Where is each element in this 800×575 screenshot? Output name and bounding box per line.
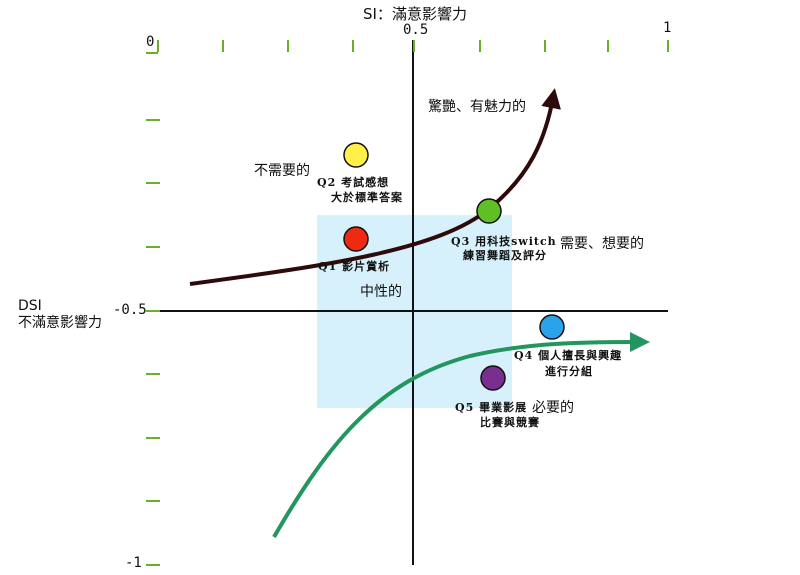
label-q4-line2: 進行分組 (545, 365, 593, 378)
category-neutral: 中性的 (360, 284, 402, 300)
y-tick-neg-0-5: -0.5 (113, 302, 147, 318)
label-q3-line1: Q3 用科技switch (451, 235, 557, 248)
must-be-trend-arrow (272, 332, 650, 539)
label-q1-line1: Q1 影片賞析 (318, 260, 391, 273)
category-attractive: 驚艷、有魅力的 (428, 99, 526, 115)
point-q1[interactable] (343, 226, 369, 252)
point-q5[interactable] (480, 365, 506, 391)
y-ticks (146, 119, 160, 566)
attractive-trend-arrow (189, 88, 561, 286)
y-axis-title-line1: DSI (18, 298, 42, 314)
x-tick-1: 1 (663, 20, 672, 36)
label-q3-line2: 練習舞蹈及評分 (463, 249, 547, 262)
label-q5-line1: Q5 畢業影展 (455, 401, 528, 414)
x-tick-0: 0 (146, 34, 155, 50)
point-q2[interactable] (343, 142, 369, 168)
label-q2-line2: 大於標準答案 (331, 191, 403, 204)
category-one-dimensional: 需要、想要的 (560, 236, 644, 252)
x-axis-title: SI：滿意影響力 (363, 5, 467, 23)
point-q4[interactable] (539, 314, 565, 340)
category-indifferent: 不需要的 (254, 163, 310, 179)
y-axis-title-line2: 不滿意影響力 (18, 315, 102, 331)
label-q2-line1: Q2 考試感想 (317, 176, 390, 189)
y-tick-neg-1: -1 (125, 555, 142, 571)
x-tick-0-5: 0.5 (403, 22, 429, 38)
label-q5-line2: 比賽與競賽 (480, 416, 540, 429)
point-q3[interactable] (476, 198, 502, 224)
x-ticks (146, 40, 669, 54)
category-must-be: 必要的 (532, 400, 574, 416)
label-q4-line1: Q4 個人擅長與興趣 (514, 349, 623, 362)
